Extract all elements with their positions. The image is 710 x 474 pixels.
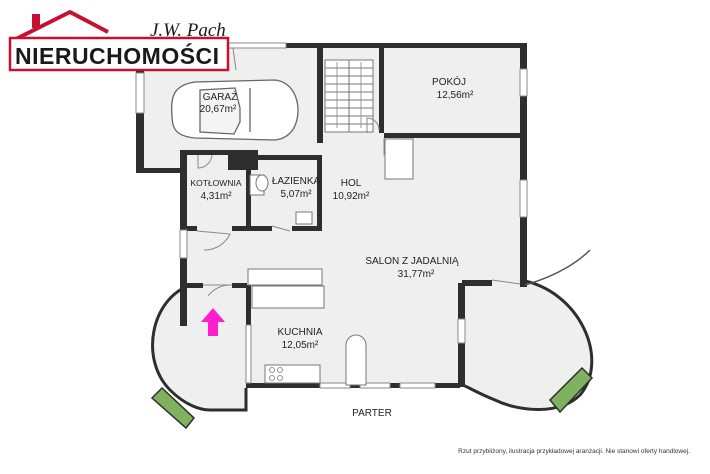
kitchen-counter-bottom bbox=[264, 364, 321, 384]
house-roof-icon bbox=[9, 10, 109, 44]
pillar bbox=[345, 334, 367, 386]
room-area-pokoj: 12,56m² bbox=[437, 90, 474, 101]
chimney bbox=[384, 138, 414, 180]
room-area-lazienka: 5,07m² bbox=[280, 189, 312, 200]
room-name-hol: HOL bbox=[341, 178, 362, 189]
toilet-icon bbox=[255, 174, 269, 192]
logo-brand: NIERUCHOMOŚCI bbox=[15, 42, 220, 69]
room-name-garaz: GARAŻ bbox=[203, 90, 237, 103]
kitchen-counter-top bbox=[247, 268, 323, 286]
entrance-arrow-icon bbox=[201, 308, 225, 336]
kitchen-island bbox=[251, 285, 325, 309]
room-labels: GARAŻ 20,67m² POKÓJ 12,56m² KOTŁOWNIA 4,… bbox=[190, 75, 474, 351]
room-name-lazienka: ŁAZIENKA bbox=[272, 176, 321, 187]
room-area-kuchnia: 12,05m² bbox=[282, 340, 319, 351]
sink-icon bbox=[295, 211, 313, 225]
logo: J.W. Pach NIERUCHOMOŚCI bbox=[8, 10, 230, 72]
car-icon bbox=[170, 79, 299, 141]
logo-name: J.W. Pach bbox=[150, 20, 226, 41]
room-area-kotlownia: 4,31m² bbox=[200, 191, 232, 202]
room-name-pokoj: POKÓJ bbox=[432, 75, 466, 88]
planters bbox=[150, 366, 594, 430]
room-name-kotlownia: KOTŁOWNIA bbox=[190, 178, 241, 188]
room-name-salon: SALON Z JADALNIĄ bbox=[365, 256, 459, 267]
stove-icon bbox=[269, 367, 283, 381]
floor-name: PARTER bbox=[352, 408, 392, 419]
room-area-salon: 31,77m² bbox=[398, 269, 435, 280]
stairs-icon bbox=[324, 59, 374, 133]
room-area-hol: 10,92m² bbox=[333, 191, 370, 202]
disclaimer-text: Rzut przybliżony, ilustracja przykładowe… bbox=[458, 448, 690, 455]
chimney-icon bbox=[32, 14, 40, 28]
room-name-kuchnia: KUCHNIA bbox=[277, 327, 322, 338]
floor-fills bbox=[136, 45, 592, 410]
room-area-garaz: 20,67m² bbox=[200, 104, 237, 115]
fixtures bbox=[247, 138, 414, 386]
